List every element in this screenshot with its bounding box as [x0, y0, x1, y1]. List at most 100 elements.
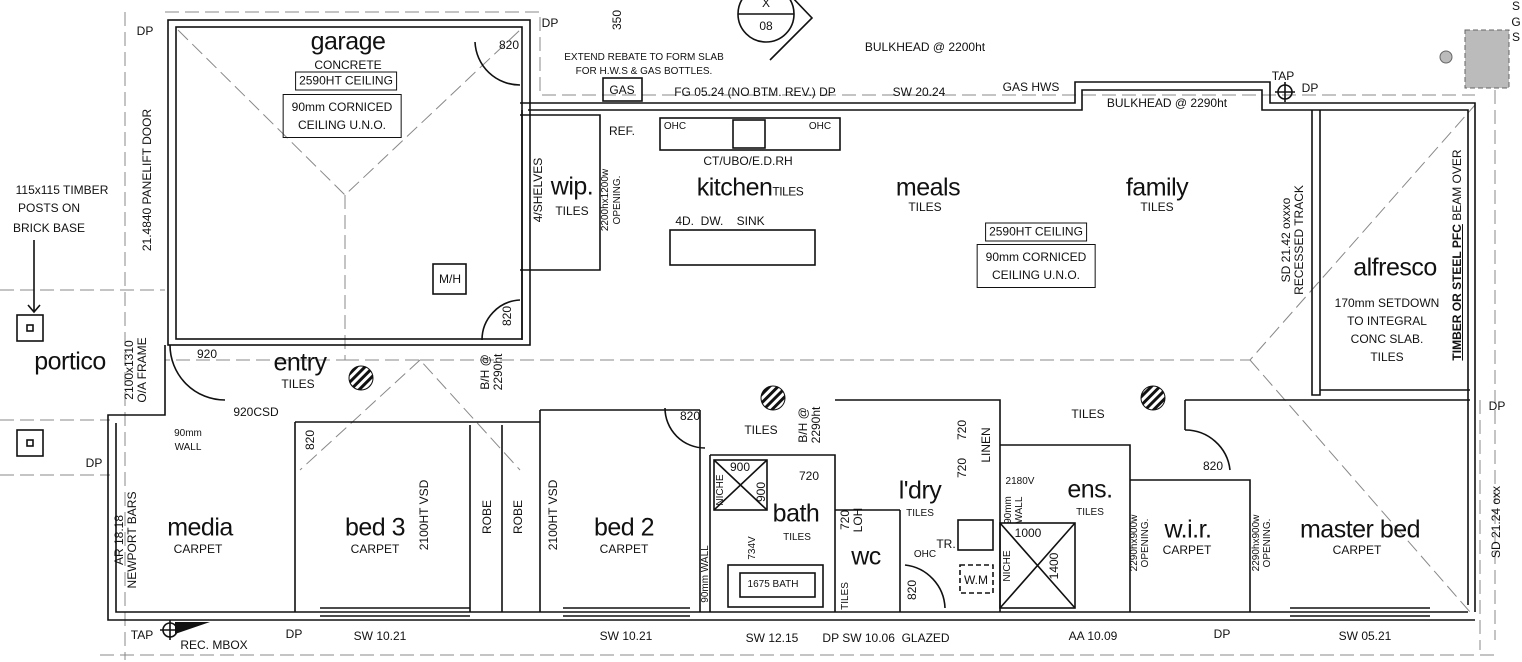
- bulkhead-note: B/H @2290ht: [796, 406, 823, 444]
- wall-note-1: 90mm: [174, 428, 202, 439]
- room-ens-finish: TILES: [1076, 507, 1104, 518]
- garage-cornice-note: 90mm CORNICED CEILING U.N.O.: [282, 94, 402, 138]
- sd-line-2: RECESSED TRACK: [1292, 185, 1306, 295]
- edge-text-s: S: [1511, 0, 1521, 13]
- robe-door-label: 2100HT VSD: [546, 479, 560, 551]
- fridge-label: REF.: [608, 124, 636, 138]
- ceiling-fan-family: [1140, 385, 1166, 411]
- frame-line-2: O/A FRAME: [135, 337, 149, 403]
- cornice-line-2: CEILING U.N.O.: [297, 118, 386, 132]
- beam-note-bold: TIMBER OR STEEL PFC: [1450, 224, 1464, 361]
- window-fg-0524: FG 05.24 (NO BTM. REV.) DP: [674, 85, 836, 99]
- wc-finish: TILES: [840, 582, 851, 610]
- door-width-label: 920: [196, 347, 218, 361]
- ceiling-fan-entry: [348, 365, 374, 391]
- alfresco-note-line: CONC SLAB.: [1350, 332, 1424, 346]
- room-bed2-name: bed 2: [593, 513, 655, 542]
- door-width-label: 820: [905, 579, 919, 601]
- opening-line-1: 2290hx900w: [1129, 514, 1140, 572]
- room-meals-finish: TILES: [908, 200, 942, 214]
- posts-note-3: BRICK BASE: [12, 221, 86, 235]
- opening-line-1: 2290hx900w: [1251, 514, 1262, 572]
- robe-door-label: 2100HT VSD: [417, 479, 431, 551]
- alfresco-note-line: TILES: [1370, 350, 1404, 364]
- opening-line-2: OPENING.: [1140, 518, 1151, 568]
- trough-label: TR.: [936, 537, 956, 551]
- window-sw-1021: SW 10.21: [599, 629, 653, 643]
- room-ens-name: ens.: [1067, 475, 1113, 504]
- wall-note-2: WALL: [174, 442, 202, 453]
- posts-note-2: POSTS ON: [17, 201, 81, 215]
- alfresco-note-line: TO INTEGRAL: [1347, 314, 1427, 328]
- door-width-label: 820: [679, 409, 701, 423]
- shelves-note: 4/SHELVES: [531, 157, 545, 223]
- ceiling-fan-hall: [760, 385, 786, 411]
- garage-ceiling-height: 2590HT CEILING: [295, 71, 397, 91]
- room-laundry-name: l'dry: [898, 476, 942, 505]
- niche-label: NICHE: [715, 474, 726, 506]
- linen-door-width: 720: [955, 457, 969, 479]
- window-sw-1006: DP SW 10.06 GLAZED: [822, 631, 950, 645]
- ceiling-height-note: 2590HT CEILING: [985, 222, 1087, 242]
- linen-label: LINEN: [979, 427, 993, 463]
- bulkhead-2200-note: BULKHEAD @ 2200ht: [864, 40, 986, 54]
- wip-opening-line-2: OPENING.: [612, 175, 623, 225]
- robe-label: ROBE: [480, 499, 494, 535]
- window-sw-1021: SW 10.21: [353, 629, 407, 643]
- ar-line-2: NEWPORT BARS: [125, 491, 139, 589]
- alfresco-notes: 170mm SETDOWN TO INTEGRAL CONC SLAB. TIL…: [1335, 294, 1440, 366]
- shower-depth: 1400: [1047, 552, 1061, 580]
- posts-note-1: 115x115 TIMBER: [15, 183, 109, 197]
- tap-label: TAP: [1271, 69, 1295, 83]
- panelift-door-label: 21.4840 PANELIFT DOOR: [140, 108, 154, 252]
- dp-label: DP: [85, 456, 103, 470]
- hall-finish: TILES: [1071, 407, 1105, 421]
- bulkhead-2290-note: BULKHEAD @ 2290ht: [1106, 96, 1228, 110]
- ohc-label: OHC: [663, 121, 687, 132]
- cornice-line-1: 90mm CORNICED: [985, 250, 1087, 264]
- bath-tub-label: 1675 BATH: [747, 579, 799, 590]
- wip-opening-line-1: 2200hx1200w: [600, 168, 611, 232]
- dimension-350: 350: [610, 9, 624, 31]
- door-width-label: 820: [1202, 459, 1224, 473]
- room-wir-name: w.i.r.: [1164, 515, 1212, 544]
- cornice-line-1: 90mm CORNICED: [291, 100, 393, 114]
- room-bath-finish: TILES: [783, 532, 811, 543]
- rebate-note-2: FOR H.W.S & GAS BOTTLES.: [575, 66, 713, 77]
- gas-hws-label: GAS HWS: [1002, 80, 1060, 94]
- room-meals-name: meals: [895, 173, 961, 202]
- room-laundry-finish: TILES: [906, 508, 934, 519]
- shower-depth: 900: [754, 481, 768, 503]
- dp-label: DP: [285, 627, 303, 641]
- edge-text-s: S: [1511, 30, 1521, 44]
- room-bed3-name: bed 3: [344, 513, 406, 542]
- mailbox-label: REC. MBOX: [180, 638, 248, 652]
- door-width-label: 820: [303, 429, 317, 451]
- beam-note: TIMBER OR STEEL PFC BEAM OVER: [1450, 149, 1464, 361]
- bh-line-2: 2290ht: [809, 406, 823, 444]
- dp-label: DP: [1213, 627, 1231, 641]
- room-master-finish: CARPET: [1332, 543, 1382, 557]
- cavity-slider-label: 920CSD: [233, 405, 279, 419]
- edge-text-g: G: [1511, 15, 1521, 29]
- section-marker-number: 08: [759, 19, 773, 33]
- room-kitchen-label: kitchen: [696, 173, 773, 202]
- window-sw-2024: SW 20.24: [892, 85, 946, 99]
- room-wip-finish: TILES: [555, 204, 589, 218]
- room-family-name: family: [1125, 173, 1189, 202]
- door-width-label: 820: [500, 305, 514, 327]
- rebate-note-1: EXTEND REBATE TO FORM SLAB: [564, 52, 724, 63]
- dp-label: DP: [136, 24, 154, 38]
- room-entry-finish: TILES: [281, 377, 315, 391]
- shower-width: 900: [729, 460, 751, 474]
- shower-width: 1000: [1014, 526, 1042, 540]
- washing-machine-label: W.M: [964, 573, 988, 587]
- dp-label: DP: [1301, 81, 1319, 95]
